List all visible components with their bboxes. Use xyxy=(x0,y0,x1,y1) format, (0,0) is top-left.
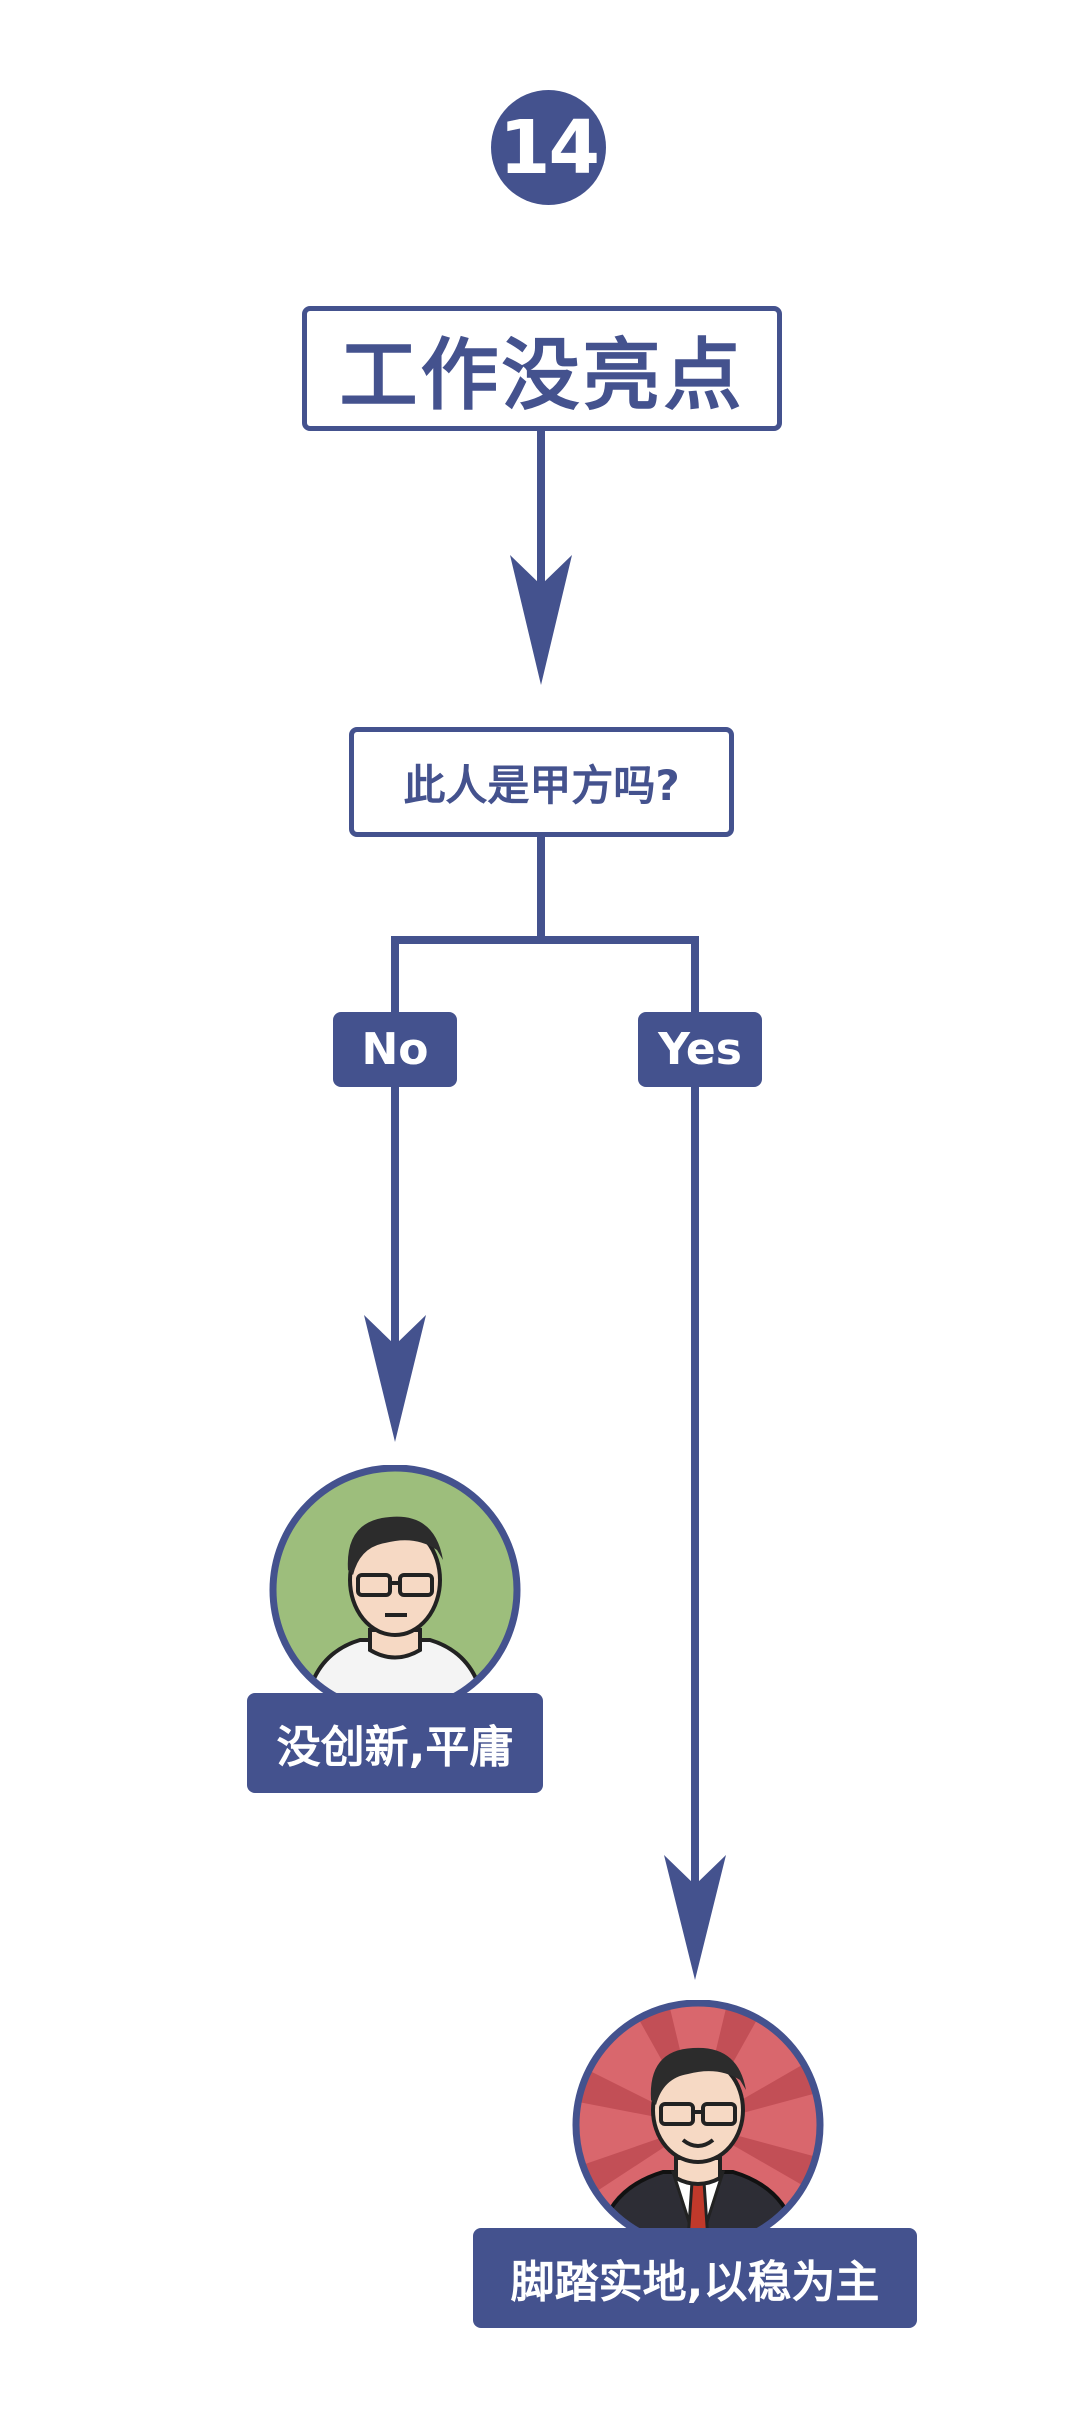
no-result-label: 没创新,平庸 xyxy=(247,1693,543,1793)
arrow-down-icon xyxy=(510,555,572,685)
yes-result-label: 脚踏实地,以稳为主 xyxy=(473,2228,917,2328)
step-number-badge: 14 xyxy=(491,90,606,205)
arrow-down-icon xyxy=(664,1855,726,1980)
yes-branch-label: Yes xyxy=(638,1012,762,1087)
diagram-title: 工作没亮点 xyxy=(302,306,782,431)
casual-man-avatar-icon xyxy=(269,1465,521,1715)
suited-man-avatar-icon xyxy=(572,2000,824,2250)
no-branch-label: No xyxy=(333,1012,457,1087)
branch-split-line xyxy=(391,936,699,1012)
arrow-down-icon xyxy=(364,1315,426,1442)
decision-question: 此人是甲方吗? xyxy=(349,727,734,837)
